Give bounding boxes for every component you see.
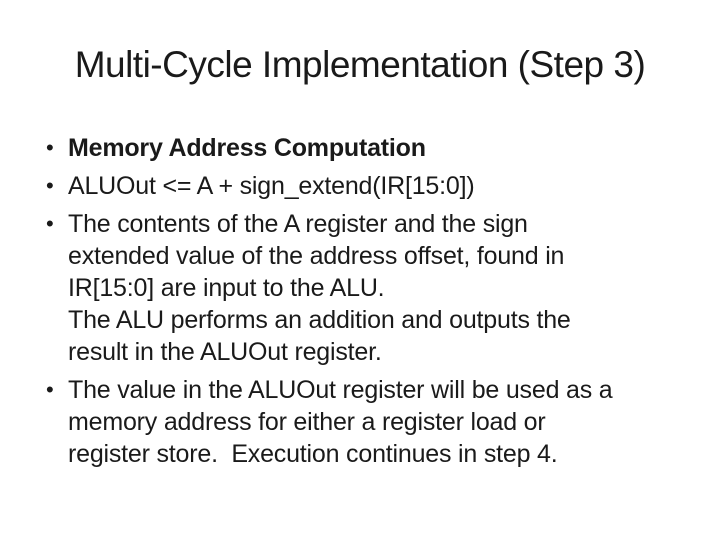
bullet-icon: • xyxy=(46,173,54,198)
bullet-text-line: Memory Address Computation xyxy=(68,134,426,162)
bullet-text-line: register store. Execution continues in s… xyxy=(68,440,558,468)
bullet-icon: • xyxy=(46,211,54,236)
bullet-text-line: The value in the ALUOut register will be… xyxy=(68,376,613,404)
bullet-list: • Memory Address Computation • ALUOut <=… xyxy=(46,132,694,476)
bullet-text: ALUOut <= A + sign_extend(IR[15:0]) xyxy=(68,170,694,202)
bullet-item-contents-of-a-register: • The contents of the A register and the… xyxy=(46,208,694,368)
bullet-text-line: extended value of the address offset, fo… xyxy=(68,242,565,270)
bullet-text-line: The ALU performs an addition and outputs… xyxy=(68,306,571,334)
bullet-text: The contents of the A register and the s… xyxy=(68,208,694,368)
bullet-text-line: The contents of the A register and the s… xyxy=(68,210,528,238)
bullet-text-line: memory address for either a register loa… xyxy=(68,408,546,436)
bullet-item-memory-address-computation: • Memory Address Computation xyxy=(46,132,694,164)
bullet-item-aluout-expression: • ALUOut <= A + sign_extend(IR[15:0]) xyxy=(46,170,694,202)
bullet-text-line: IR[15:0] are input to the ALU. xyxy=(68,274,385,302)
bullet-icon: • xyxy=(46,135,54,160)
bullet-text-line: ALUOut <= A + sign_extend(IR[15:0]) xyxy=(68,172,475,200)
bullet-item-value-in-aluout: • The value in the ALUOut register will … xyxy=(46,374,694,470)
bullet-text-line: result in the ALUOut register. xyxy=(68,338,382,366)
slide-title: Multi-Cycle Implementation (Step 3) xyxy=(74,44,646,85)
bullet-icon: • xyxy=(46,377,54,402)
bullet-text: The value in the ALUOut register will be… xyxy=(68,374,694,470)
bullet-text: Memory Address Computation xyxy=(68,132,694,164)
